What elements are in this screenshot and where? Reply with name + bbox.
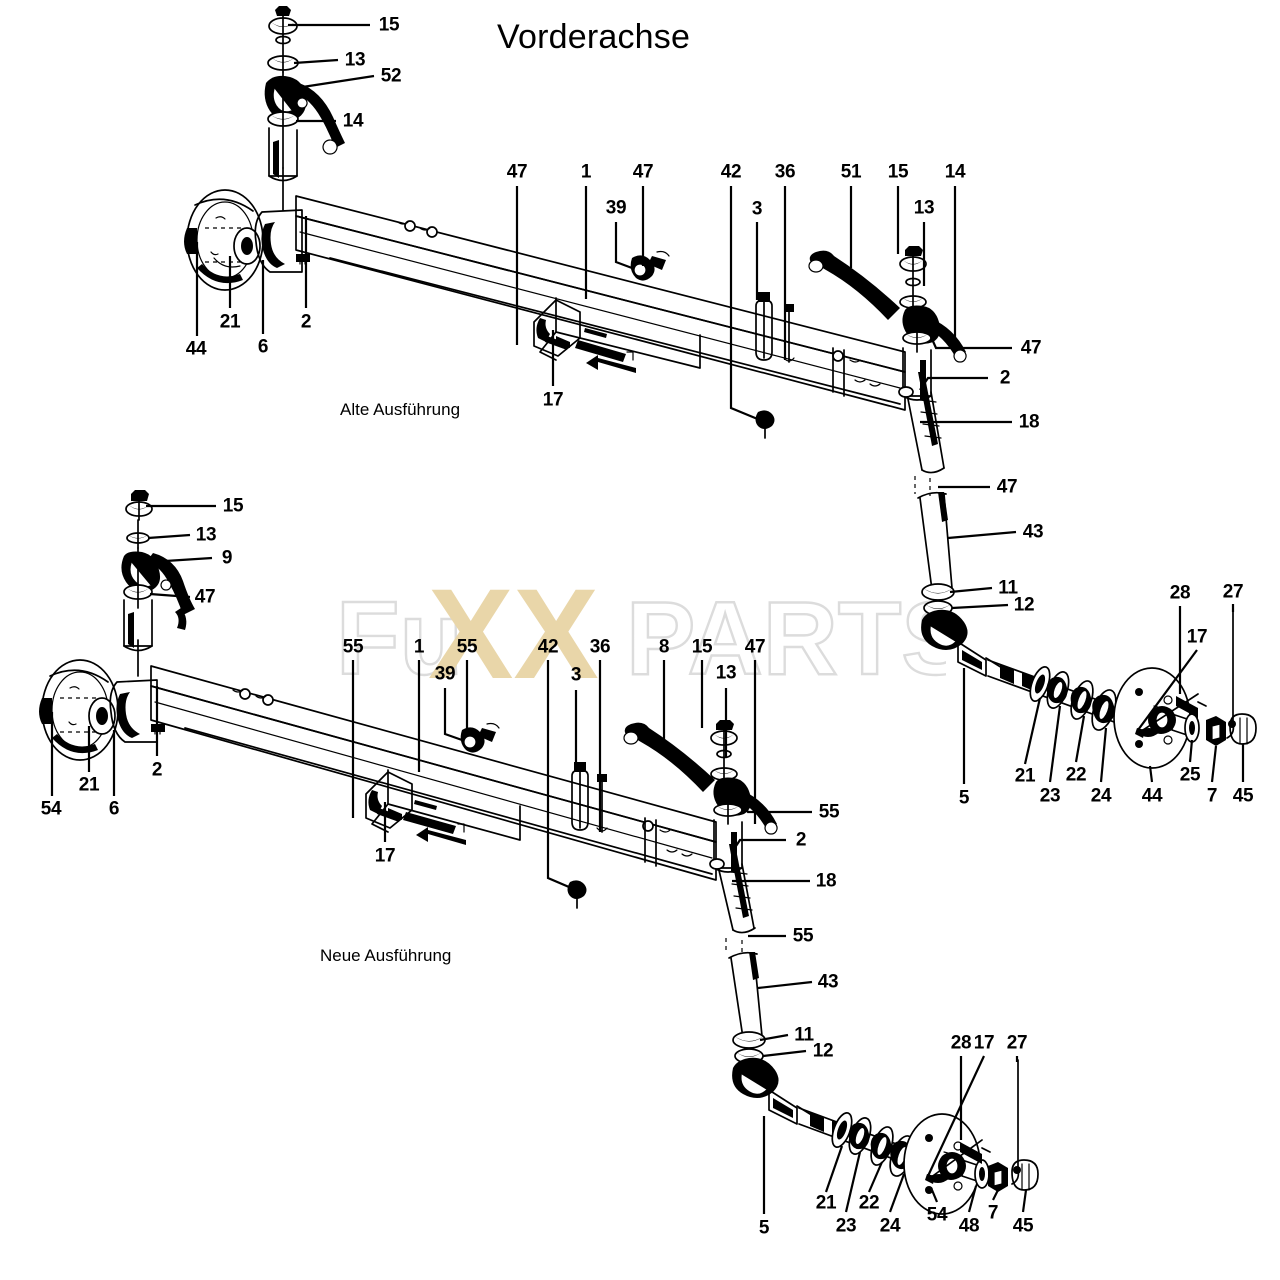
callout-number-25: 25	[1179, 764, 1201, 786]
callout-number-15: 15	[691, 636, 713, 658]
callout-number-7: 7	[987, 1202, 999, 1224]
callout-number-47: 47	[996, 476, 1018, 498]
callout-number-13: 13	[344, 49, 366, 71]
new-version-assembly	[39, 490, 1039, 1215]
callout-number-52: 52	[380, 65, 402, 87]
callout-number-1: 1	[580, 161, 592, 183]
callout-number-42: 42	[720, 161, 742, 183]
callout-number-23: 23	[835, 1215, 857, 1237]
callout-number-47: 47	[632, 161, 654, 183]
old-right-hub-exploded	[987, 609, 1257, 769]
callout-number-36: 36	[589, 636, 611, 658]
callout-number-15: 15	[887, 161, 909, 183]
new-left-kingpin-stack	[121, 490, 195, 677]
callout-number-43: 43	[1022, 521, 1044, 543]
callout-number-6: 6	[108, 798, 120, 820]
callout-number-36: 36	[774, 161, 796, 183]
callout-number-5: 5	[958, 787, 970, 809]
callout-number-12: 12	[1013, 594, 1035, 616]
callout-number-1: 1	[413, 636, 425, 658]
callout-number-28: 28	[1169, 582, 1191, 604]
callout-number-28: 28	[950, 1032, 972, 1054]
old-left-kingpin-stack	[264, 6, 345, 211]
leader-lines	[50, 23, 1245, 1214]
callout-number-15: 15	[222, 495, 244, 517]
callout-number-42: 42	[537, 636, 559, 658]
callout-number-17: 17	[973, 1032, 995, 1054]
callout-number-45: 45	[1232, 785, 1254, 807]
callout-number-55: 55	[342, 636, 364, 658]
callout-number-27: 27	[1222, 581, 1244, 603]
callout-number-14: 14	[342, 110, 364, 132]
new-axle-beam	[150, 665, 717, 909]
callout-number-21: 21	[1014, 765, 1036, 787]
callout-number-18: 18	[1018, 411, 1040, 433]
callout-number-2: 2	[795, 829, 807, 851]
callout-number-12: 12	[812, 1040, 834, 1062]
old-left-hub	[184, 189, 264, 291]
callout-number-43: 43	[817, 971, 839, 993]
callout-number-14: 14	[944, 161, 966, 183]
callout-number-18: 18	[815, 870, 837, 892]
callout-number-11: 11	[998, 577, 1018, 599]
callout-number-3: 3	[751, 198, 763, 220]
page-title: Vorderachse	[497, 18, 691, 56]
callout-number-39: 39	[434, 663, 456, 685]
variant-caption-old: Alte Ausführung	[340, 400, 461, 419]
callout-number-47: 47	[1020, 337, 1042, 359]
callout-number-15: 15	[378, 14, 400, 36]
callout-number-55: 55	[456, 636, 478, 658]
callout-number-51: 51	[840, 161, 862, 183]
old-version-assembly	[184, 6, 1257, 769]
old-tie-rod	[898, 372, 1013, 677]
callout-number-13: 13	[195, 524, 217, 546]
callout-number-47: 47	[194, 586, 216, 608]
callout-number-45: 45	[1012, 1215, 1034, 1237]
callout-number-22: 22	[1065, 764, 1087, 786]
callout-number-5: 5	[758, 1217, 770, 1239]
callout-number-2: 2	[151, 759, 163, 781]
callout-number-2: 2	[300, 311, 312, 333]
variant-caption-new: Neue Ausführung	[320, 946, 452, 965]
callout-number-2: 2	[999, 367, 1011, 389]
callout-number-17: 17	[1186, 626, 1208, 648]
callout-number-47: 47	[744, 636, 766, 658]
callout-number-47: 47	[506, 161, 528, 183]
callout-number-23: 23	[1039, 785, 1061, 807]
callout-number-17: 17	[374, 845, 396, 867]
callout-number-7: 7	[1206, 785, 1218, 807]
callout-number-44: 44	[185, 338, 207, 360]
callout-number-22: 22	[858, 1192, 880, 1214]
callout-number-24: 24	[879, 1215, 901, 1237]
callout-number-8: 8	[658, 636, 670, 658]
callout-number-54: 54	[926, 1204, 948, 1226]
callout-number-21: 21	[219, 311, 241, 333]
new-right-hub-exploded	[798, 1059, 1039, 1215]
callout-number-13: 13	[913, 197, 935, 219]
callout-number-11: 11	[794, 1024, 814, 1046]
old-right-knuckle	[808, 246, 967, 401]
callout-number-27: 27	[1006, 1032, 1028, 1054]
callout-number-21: 21	[78, 774, 100, 796]
callout-number-13: 13	[715, 662, 737, 684]
callout-number-48: 48	[958, 1215, 980, 1237]
callout-number-55: 55	[792, 925, 814, 947]
callout-number-6: 6	[257, 336, 269, 358]
new-tie-rod	[709, 844, 824, 1125]
callout-number-54: 54	[40, 798, 62, 820]
callout-number-44: 44	[1141, 785, 1163, 807]
new-left-hub	[39, 659, 119, 761]
callout-number-24: 24	[1090, 785, 1112, 807]
callout-number-39: 39	[605, 197, 627, 219]
callout-number-9: 9	[221, 547, 233, 569]
old-axle-beam	[295, 195, 906, 439]
callout-number-3: 3	[570, 664, 582, 686]
callout-number-21: 21	[815, 1192, 837, 1214]
callout-number-55: 55	[818, 801, 840, 823]
callout-number-17: 17	[542, 389, 564, 411]
